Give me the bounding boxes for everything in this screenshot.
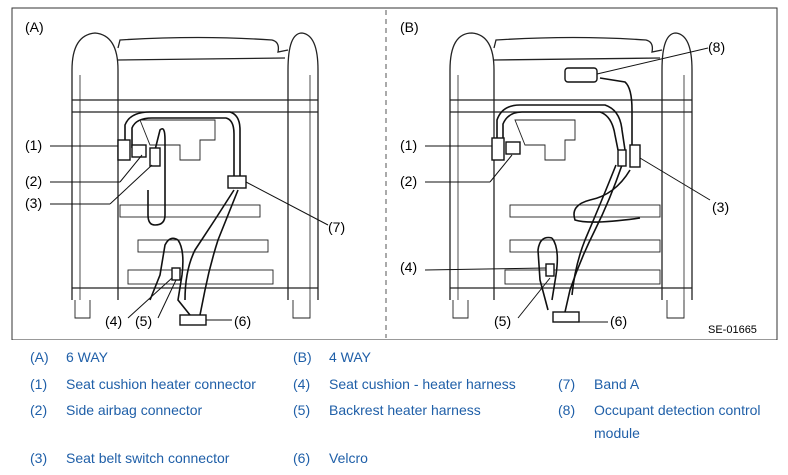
leaders-b — [424, 47, 711, 323]
callout-a-4: (4) — [105, 313, 122, 329]
legend-key-4: (4) — [293, 376, 311, 392]
leaders-a — [50, 145, 329, 321]
legend-label-7: Band A — [594, 376, 640, 392]
legend-label-1: Seat cushion heater connector — [66, 376, 256, 392]
legend-key-8: (8) — [558, 402, 576, 418]
callout-b-5: (5) — [494, 313, 511, 329]
callout-a-5: (5) — [135, 313, 152, 329]
figure-frame — [11, 7, 778, 340]
seat-wiring-diagram: (A) (B) — [11, 7, 778, 340]
panel-b-label: (B) — [400, 19, 419, 35]
callout-a-1: (1) — [25, 137, 42, 153]
legend-label-2: Side airbag connector — [66, 402, 203, 418]
harness-a — [124, 111, 241, 316]
legend-key-7: (7) — [558, 376, 576, 392]
callout-a-6: (6) — [234, 313, 251, 329]
seat-frame-a — [71, 32, 319, 319]
callout-b-6: (6) — [610, 313, 627, 329]
callout-a-3: (3) — [25, 195, 42, 211]
callout-b-8: (8) — [708, 39, 725, 55]
panel-a-label: (A) — [25, 19, 44, 35]
legend-key-1: (1) — [30, 376, 48, 392]
callout-b-3: (3) — [712, 199, 729, 215]
legend-label-6: Velcro — [329, 450, 368, 466]
callout-b-1: (1) — [400, 137, 417, 153]
legend-label-8: Occupant detection control — [594, 402, 761, 418]
legend-key-b: (B) — [293, 349, 312, 365]
connectors-a — [117, 139, 247, 326]
legend-label-4: Seat cushion - heater harness — [329, 376, 516, 392]
callout-b-4: (4) — [400, 259, 417, 275]
legend-key-6: (6) — [293, 450, 311, 466]
legend-key-3: (3) — [30, 450, 48, 466]
seat-frame-b — [449, 32, 693, 319]
harness-b — [496, 77, 641, 313]
legend-label-3: Seat belt switch connector — [66, 450, 230, 466]
legend-key-2: (2) — [30, 402, 48, 418]
legend-label-a: 6 WAY — [66, 349, 109, 365]
connectors-b — [491, 67, 641, 323]
callout-a-7: (7) — [328, 219, 345, 235]
legend-label-b: 4 WAY — [329, 349, 372, 365]
figure-code: SE-01665 — [708, 324, 757, 336]
legend-label-8-cont: module — [594, 425, 640, 441]
callout-b-2: (2) — [400, 173, 417, 189]
legend-label-5: Backrest heater harness — [329, 402, 481, 418]
callout-a-2: (2) — [25, 173, 42, 189]
legend-key-5: (5) — [293, 402, 311, 418]
legend-key-a: (A) — [30, 349, 49, 365]
